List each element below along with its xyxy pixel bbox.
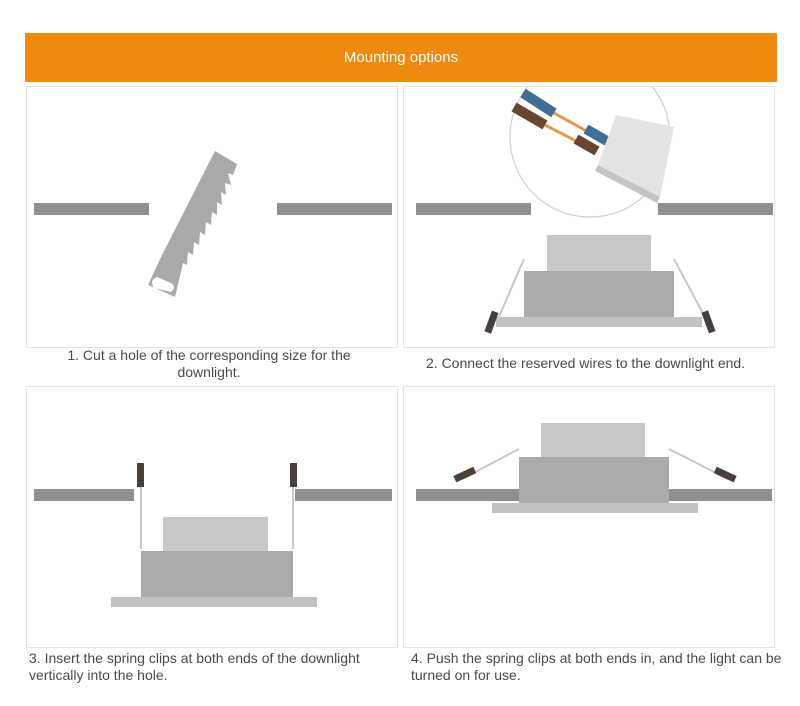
- step-1-illustration: [34, 151, 392, 297]
- wire-zoom-icon: [509, 87, 674, 218]
- downlight-icon: [111, 463, 317, 607]
- spring-clip-left: [137, 463, 144, 487]
- section-title: Mounting options: [343, 49, 459, 66]
- step-4-caption: 4. Push the spring clips at both ends in…: [411, 650, 782, 683]
- step-3-caption: 3. Insert the spring clips at both ends …: [29, 650, 360, 683]
- downlight-icon: [484, 235, 716, 334]
- spring-clip-left: [453, 466, 477, 483]
- saw-icon: [148, 151, 237, 297]
- spring-clip-right: [701, 310, 716, 334]
- section-header: Mounting options: [25, 33, 777, 82]
- ceiling-left: [416, 203, 531, 215]
- step-3-illustration: [34, 463, 392, 607]
- step-2-illustration: [416, 87, 773, 334]
- ceiling-right: [295, 489, 392, 501]
- step-2-panel: [403, 86, 775, 348]
- spring-clip-right: [290, 463, 297, 487]
- ceiling-left: [34, 203, 149, 215]
- spring-clip-left: [484, 310, 499, 334]
- spring-clip-right: [713, 466, 737, 483]
- step-4-panel: [403, 386, 775, 648]
- ceiling-right: [668, 489, 772, 501]
- ceiling-right: [658, 203, 773, 215]
- step-3-panel: [26, 386, 398, 648]
- step-4-illustration: [416, 423, 772, 513]
- step-2-caption: 2. Connect the reserved wires to the dow…: [426, 355, 746, 371]
- ceiling-left: [416, 489, 520, 501]
- step-1-caption: 1. Cut a hole of the corresponding size …: [67, 347, 351, 380]
- step-1-panel: [26, 86, 398, 348]
- downlight-icon: [453, 423, 737, 513]
- ceiling-right: [277, 203, 392, 215]
- ceiling-left: [34, 489, 134, 501]
